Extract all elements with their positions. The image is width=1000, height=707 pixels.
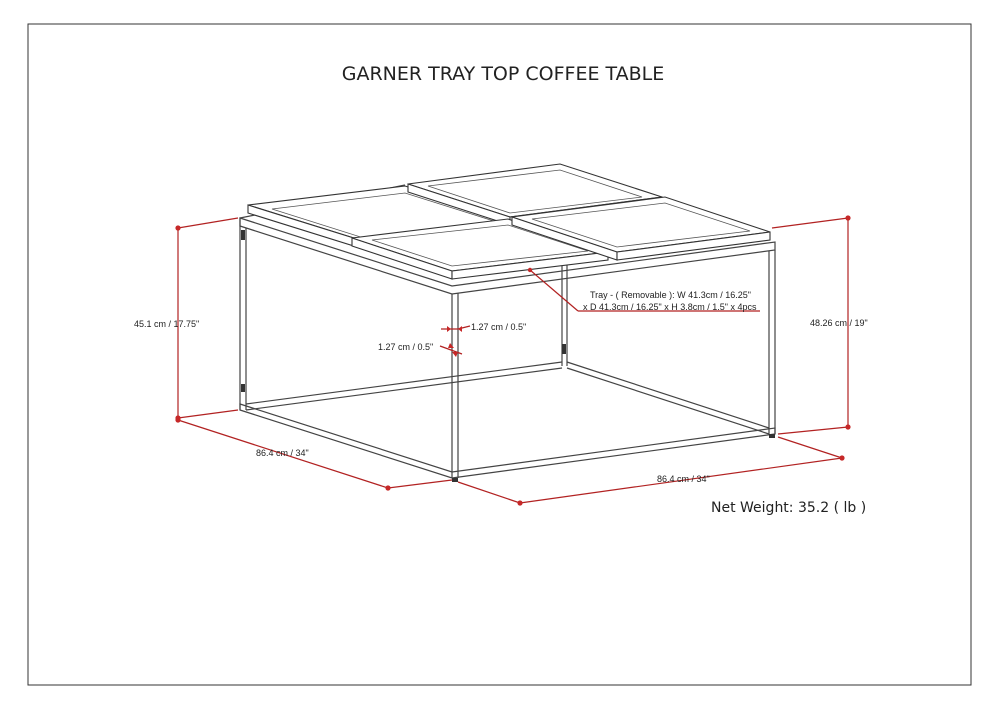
tray-note-line1: Tray - ( Removable ): W 41.3cm / 16.25" — [590, 290, 751, 300]
net-weight: Net Weight: 35.2 ( lb ) — [711, 500, 866, 516]
width-label: 86.4 cm / 34" — [657, 474, 710, 484]
tube-horizontal-label: 1.27 cm / 0.5" — [471, 322, 526, 332]
tube-vertical-callout — [439, 343, 463, 357]
height-right-label: 48.26 cm / 19" — [810, 318, 868, 328]
diagram-title: GARNER TRAY TOP COFFEE TABLE — [342, 63, 665, 85]
page-border — [27, 23, 972, 686]
height-right-dimension — [771, 215, 851, 435]
depth-dimension — [175, 417, 453, 491]
width-dimension — [457, 436, 845, 506]
height-left-label: 45.1 cm / 17.75" — [134, 319, 199, 329]
tray-note-line2: x D 41.3cm / 16.25" x H 3.8cm / 1.5" x 4… — [583, 302, 757, 312]
depth-label: 86.4 cm / 34" — [256, 448, 309, 458]
table-frame — [239, 184, 776, 482]
tube-vertical-label: 1.27 cm / 0.5" — [378, 342, 433, 352]
tray-callout-line — [527, 267, 760, 312]
tray-front-right — [511, 196, 771, 261]
tube-horizontal-callout — [441, 325, 471, 332]
